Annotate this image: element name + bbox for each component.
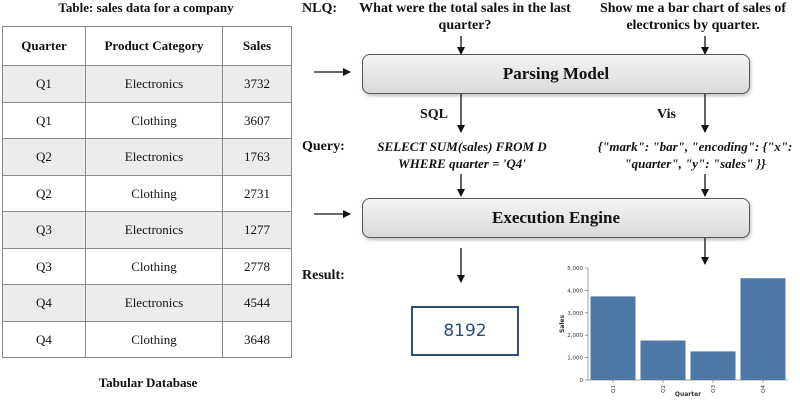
result-value-box: 8192 <box>411 306 519 356</box>
bar-q2 <box>640 340 686 380</box>
result-label: Result: <box>302 268 345 283</box>
header-product-category: Product Category <box>85 26 223 66</box>
cell-category: Clothing <box>85 248 223 285</box>
cell-sales: 2778 <box>222 248 292 285</box>
cell-category: Electronics <box>85 65 223 103</box>
cell-sales: 3648 <box>222 321 292 358</box>
y-tick-label: 0 <box>580 378 584 384</box>
vis-branch-label: Vis <box>657 107 676 122</box>
x-tick-label: Q1 <box>611 385 617 393</box>
cell-category: Electronics <box>85 211 223 249</box>
y-tick-label: 1,000 <box>567 356 583 362</box>
header-sales: Sales <box>222 26 292 66</box>
vis-spec-text: {"mark": "bar", "encoding": {"x": "quart… <box>597 139 793 171</box>
cell-quarter: Q2 <box>2 138 86 176</box>
cell-sales: 4544 <box>222 284 292 322</box>
y-tick-label: 3,000 <box>567 311 583 317</box>
y-tick-label: 2,000 <box>567 333 583 339</box>
cell-quarter: Q1 <box>2 102 86 139</box>
parsing-model-box: Parsing Model <box>362 54 750 94</box>
bar-q4 <box>740 278 786 380</box>
table-row: Q3 Clothing 2778 <box>2 248 292 285</box>
table-row: Q2 Electronics 1763 <box>2 138 292 176</box>
table-row: Q1 Electronics 3732 <box>2 65 292 103</box>
table-row: Q4 Clothing 3648 <box>2 321 292 358</box>
sales-table: Quarter Product Category Sales Q1 Electr… <box>2 26 292 358</box>
vis-question: Show me a bar chart of sales of electron… <box>599 1 786 33</box>
cell-quarter: Q3 <box>2 248 86 285</box>
y-tick-label: 5,000 <box>567 266 583 272</box>
bar-q3 <box>690 351 736 380</box>
y-axis-title: Sales <box>559 315 566 333</box>
table-row: Q3 Electronics 1277 <box>2 211 292 249</box>
nlq-label: NLQ: <box>302 1 337 16</box>
cell-quarter: Q4 <box>2 284 86 322</box>
x-tick-label: Q4 <box>761 385 767 393</box>
x-axis-title: Quarter <box>675 391 701 398</box>
table-row: Q4 Electronics 4544 <box>2 284 292 322</box>
sql-branch-label: SQL <box>420 107 449 122</box>
cell-category: Clothing <box>85 321 223 358</box>
cell-category: Electronics <box>85 284 223 322</box>
bar-q1 <box>590 296 636 380</box>
cell-quarter: Q3 <box>2 211 86 249</box>
cell-sales: 3607 <box>222 102 292 139</box>
cell-quarter: Q4 <box>2 321 86 358</box>
cell-quarter: Q2 <box>2 175 86 212</box>
x-tick-label: Q2 <box>661 385 667 393</box>
cell-category: Clothing <box>85 102 223 139</box>
x-tick-label: Q3 <box>711 385 717 393</box>
table-caption: Table: sales data for a company <box>58 0 234 15</box>
table-header-row: Quarter Product Category Sales <box>2 26 292 66</box>
y-tick-label: 4,000 <box>567 288 583 294</box>
table-row: Q1 Clothing 3607 <box>2 102 292 139</box>
cell-category: Electronics <box>85 138 223 176</box>
execution-engine-box: Execution Engine <box>362 198 750 238</box>
cell-quarter: Q1 <box>2 65 86 103</box>
cell-sales: 1277 <box>222 211 292 249</box>
sql-query-text: SELECT SUM(sales) FROM D WHERE quarter =… <box>377 139 547 171</box>
database-caption: Tabular Database <box>98 375 198 390</box>
table-row: Q2 Clothing 2731 <box>2 175 292 212</box>
sql-question: What were the total sales in the last qu… <box>359 1 571 33</box>
query-label: Query: <box>302 139 345 154</box>
